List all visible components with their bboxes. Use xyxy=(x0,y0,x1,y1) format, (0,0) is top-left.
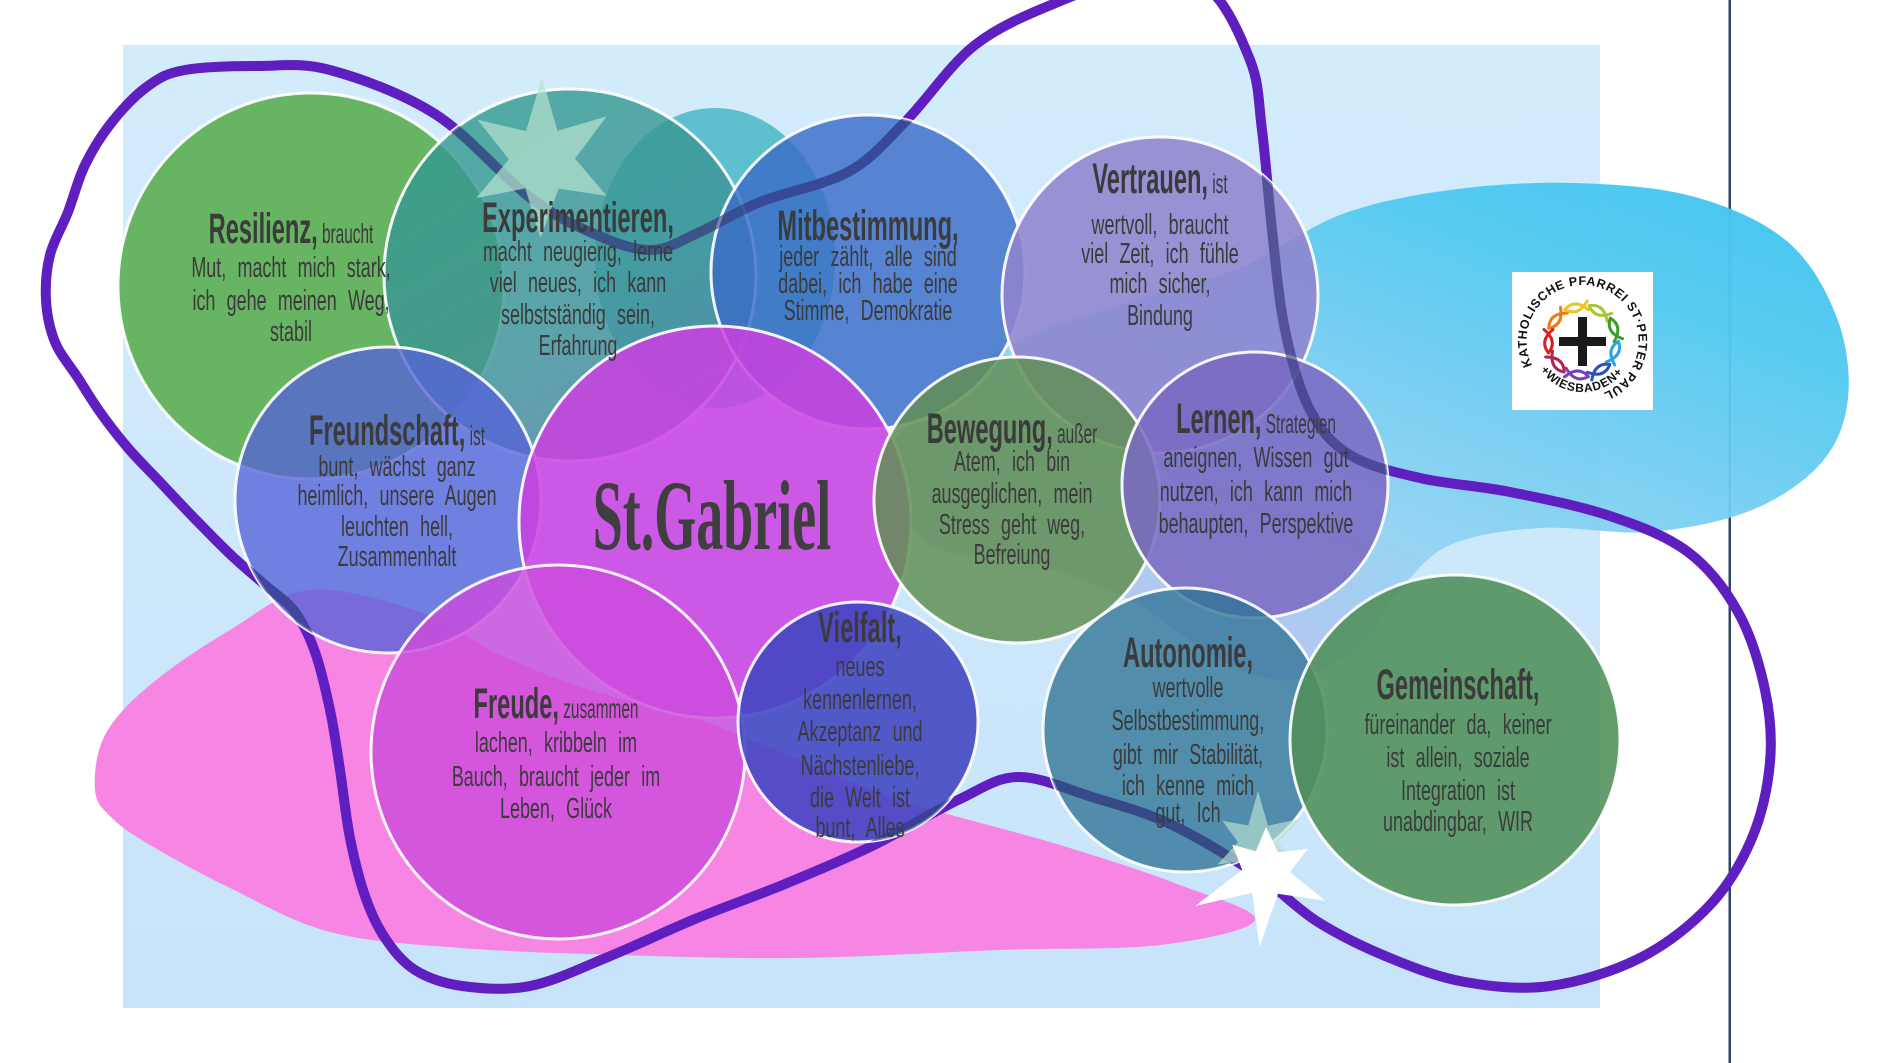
svg-text:Gemeinschaft,: Gemeinschaft, xyxy=(1377,662,1540,709)
svg-text:St.Gabriel: St.Gabriel xyxy=(593,461,831,572)
svg-text:Bewegung, außer: Bewegung, außer xyxy=(927,406,1098,453)
svg-text:Experimentieren,: Experimentieren, xyxy=(482,195,674,242)
svg-text:Mut, macht mich stark,ich gehe: Mut, macht mich stark,ich gehe meinen We… xyxy=(191,252,390,348)
svg-text:Freundschaft, ist: Freundschaft, ist xyxy=(309,408,485,455)
svg-text:Vielfalt,: Vielfalt, xyxy=(818,605,902,652)
svg-text:Mitbestimmung,: Mitbestimmung, xyxy=(777,203,958,250)
svg-text:Autonomie,: Autonomie, xyxy=(1123,630,1253,677)
svg-text:Lernen, Strategien: Lernen, Strategien xyxy=(1176,396,1336,443)
svg-text:Vertrauen, ist: Vertrauen, ist xyxy=(1092,156,1228,203)
